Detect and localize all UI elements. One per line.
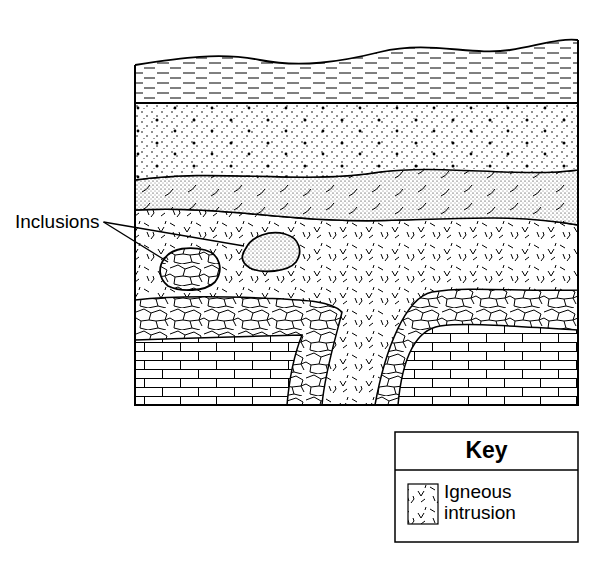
leader-lines [104,222,245,262]
legend-label: Igneous intrusion [444,481,562,523]
inclusion-pattern [160,248,220,290]
key-box [395,432,578,542]
inclusion-block [160,248,220,290]
leader-line [104,222,245,246]
sandstone-layer [135,103,578,180]
key-divider [395,469,578,471]
inclusion-pattern [242,233,299,272]
callout-label: Inclusions [15,211,100,233]
section-frame [135,40,578,405]
sandstone-pattern [135,103,578,180]
key-title: Key [465,437,507,464]
sandstone-grains [135,103,578,180]
legend-swatch [408,484,438,524]
legend-swatch-box [408,484,438,524]
shale-pattern [135,40,578,103]
legend-swatch-pattern [408,484,438,524]
shale-layer [135,40,578,103]
inclusion-block [242,233,299,272]
